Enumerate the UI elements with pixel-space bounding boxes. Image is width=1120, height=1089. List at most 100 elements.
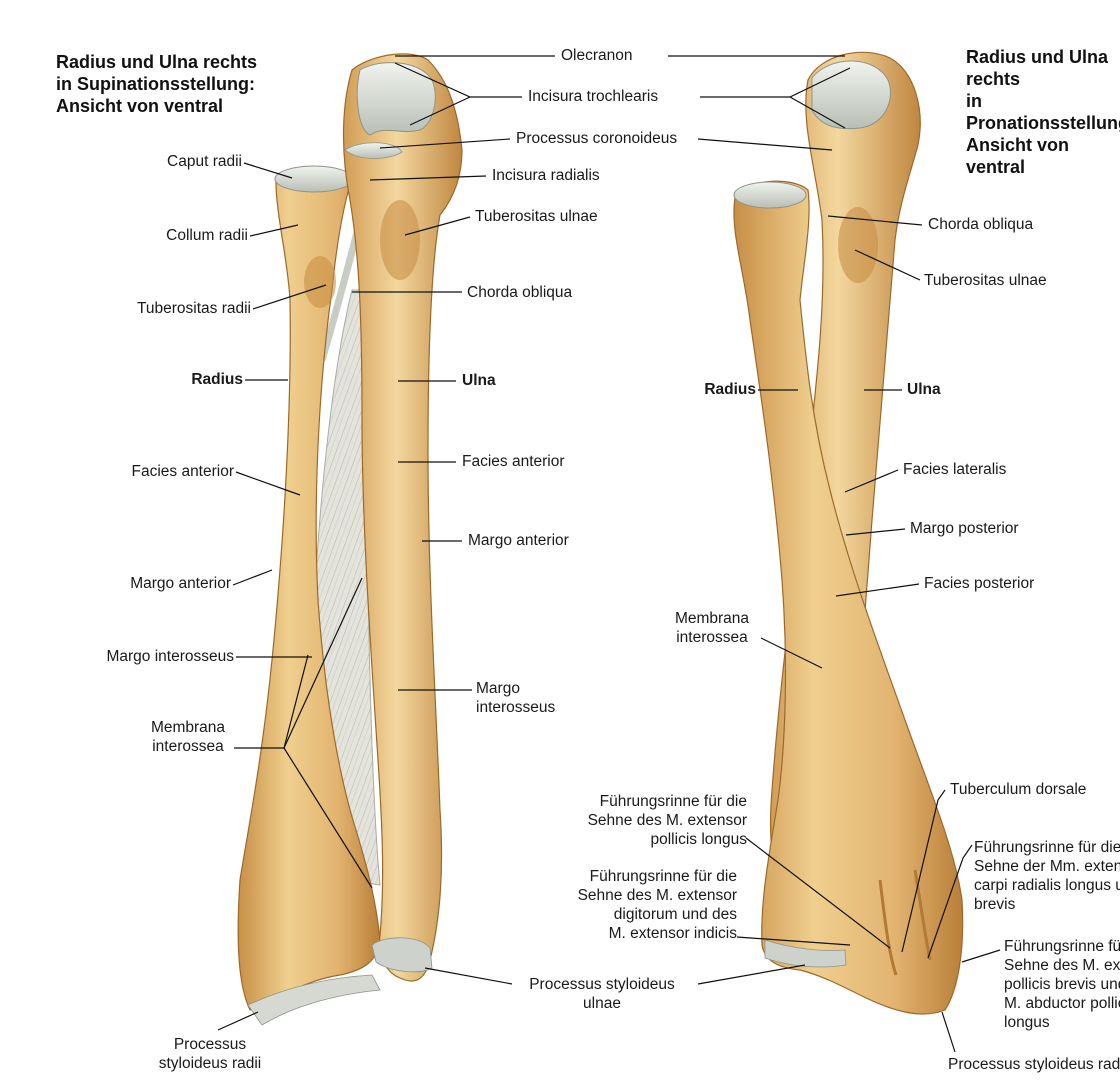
- leader-membrana-3: [283, 654, 309, 749]
- label-line: Sehne des M. extensor: [587, 812, 747, 829]
- leader-collum-radii: [249, 224, 299, 237]
- label-olecranon: Olecranon: [561, 47, 633, 64]
- label-line: Führungsrinne für die: [1004, 938, 1120, 955]
- label-tuberositas-ulnae-right: Tuberositas ulnae: [924, 272, 1047, 289]
- left-title: Radius und Ulna rechts in Supinationsste…: [56, 51, 257, 117]
- leader-margo-posterior: [845, 528, 906, 536]
- label-rinne-carpi-radialis: Führungsrinne für die Sehne der Mm. exte…: [974, 838, 1120, 914]
- label-incisura-trochlearis: Incisura trochlearis: [528, 88, 659, 105]
- leader-processus-coronoideus-right: [697, 138, 833, 151]
- label-line: Processus: [173, 1036, 247, 1053]
- label-ulna-left: Ulna: [462, 372, 496, 389]
- left-title-line: Ansicht von ventral: [56, 96, 224, 116]
- label-facies-anterior-ulna: Facies anterior: [462, 453, 565, 470]
- leader-incisura-radialis: [369, 175, 487, 181]
- leader-lines: [217, 55, 1001, 1053]
- label-line: Führungsrinne für die: [589, 868, 737, 885]
- label-line: brevis: [974, 896, 1016, 913]
- label-ulna-right: Ulna: [907, 381, 941, 398]
- label-processus-styloideus-radii: Processus styloideus radii: [142, 1035, 278, 1073]
- label-radius-right: Radius: [704, 381, 756, 398]
- label-line: M. extensor indicis: [608, 925, 737, 942]
- label-line: Membrana: [674, 610, 750, 627]
- left-ulna-bone: [342, 53, 463, 982]
- leader-processus-styloideus-right: [941, 1011, 956, 1053]
- leader-chorda-obliqua-right: [827, 215, 923, 226]
- leader-facies-lateralis: [844, 469, 899, 493]
- right-title-line: Ansicht von ventral: [966, 135, 1070, 177]
- label-radius-left: Radius: [191, 371, 243, 388]
- leader-caput-radii: [243, 162, 293, 179]
- label-tuberositas-ulnae-left: Tuberositas ulnae: [475, 208, 598, 225]
- label-line: Membrana: [150, 719, 226, 736]
- leader-membrana-right: [760, 637, 823, 669]
- leader-rinne-pollicis-brevis: [961, 949, 1001, 963]
- leader-processus-styloideus-ulnae-right: [697, 964, 806, 985]
- label-line: longus: [1004, 1014, 1050, 1031]
- right-title-line: in Pronationsstellung:: [966, 91, 1120, 133]
- label-chorda-obliqua-right: Chorda obliqua: [928, 216, 1034, 233]
- leader-tuberculum-dorsale: [901, 789, 946, 953]
- label-chorda-obliqua-left: Chorda obliqua: [467, 284, 573, 301]
- label-tuberositas-radii: Tuberositas radii: [136, 300, 251, 317]
- label-line: digitorum und des: [613, 906, 737, 923]
- label-incisura-radialis: Incisura radialis: [492, 167, 600, 184]
- left-radius-bone: [237, 165, 381, 1026]
- leader-rinne-carpi-radialis: [927, 844, 973, 959]
- label-collum-radii: Collum radii: [166, 227, 248, 244]
- label-margo-posterior: Margo posterior: [910, 520, 1019, 537]
- label-line: interosseus: [476, 699, 556, 716]
- leader-tuberositas-ulnae-left: [404, 216, 471, 236]
- leader-membrana-2: [283, 747, 373, 889]
- leader-facies-posterior: [835, 583, 920, 597]
- label-rinne-pollicis-brevis: Führungsrinne für die Sehne des M. exten…: [1004, 937, 1120, 1032]
- label-line: styloideus radii: [158, 1055, 262, 1072]
- label-line: Margo: [476, 680, 520, 697]
- left-title-line: Radius und Ulna rechts: [56, 52, 258, 72]
- leader-processus-coronoideus-left: [379, 138, 511, 149]
- label-line: Sehne der Mm. extensores: [974, 858, 1120, 875]
- label-facies-lateralis: Facies lateralis: [903, 461, 1007, 478]
- leader-rinne-digitorum: [736, 936, 851, 946]
- label-rinne-digitorum: Führungsrinne für die Sehne des M. exten…: [578, 867, 737, 943]
- label-margo-anterior-radius: Margo anterior: [130, 575, 231, 592]
- leader-facies-anterior-radius: [235, 471, 301, 496]
- label-line: Sehne des M. extensor: [577, 887, 737, 904]
- label-margo-interosseus-ulna: Margo interosseus: [476, 679, 555, 717]
- label-line: M. abductor pollicis: [1004, 995, 1120, 1012]
- label-line: Processus styloideus: [529, 976, 675, 993]
- leader-tuberositas-radii: [252, 284, 327, 310]
- leader-incisura-trochlearis-2: [409, 96, 471, 126]
- label-caput-radii: Caput radii: [167, 153, 242, 170]
- leader-tuberositas-ulnae-right: [854, 249, 921, 281]
- label-line: Sehne des M. extensor: [1004, 957, 1120, 974]
- label-line: Führungsrinne für die: [974, 839, 1120, 856]
- label-line: Führungsrinne für die: [599, 793, 747, 810]
- label-line: carpi radialis longus und: [974, 877, 1120, 894]
- leader-rinne-pollicis-longus: [745, 837, 891, 949]
- label-tuberculum-dorsale: Tuberculum dorsale: [950, 781, 1087, 798]
- leader-processus-styloideus-ulnae: [424, 967, 513, 985]
- label-margo-anterior-ulna: Margo anterior: [468, 532, 569, 549]
- label-membrana-interossea-left: Membrana interossea: [130, 718, 246, 756]
- label-facies-posterior: Facies posterior: [924, 575, 1035, 592]
- label-line: interossea: [152, 738, 224, 755]
- right-radius-bone: [733, 180, 964, 1015]
- right-title: Radius und Ulna rechts in Pronationsstel…: [966, 46, 1120, 178]
- label-line: pollicis brevis und des: [1004, 976, 1120, 993]
- label-line: interossea: [676, 629, 748, 646]
- label-line: pollicis longus: [650, 831, 748, 848]
- leader-processus-styloideus-radii: [217, 1011, 259, 1031]
- label-line: ulnae: [583, 995, 621, 1012]
- label-margo-interosseus-radius: Margo interosseus: [106, 648, 234, 665]
- label-processus-coronoideus: Processus coronoideus: [516, 130, 678, 147]
- label-processus-styloideus-ulnae: Processus styloideus ulnae: [512, 975, 692, 1013]
- right-title-line: rechts: [966, 69, 1021, 89]
- label-processus-styloideus-right: Processus styloideus radii: [948, 1056, 1120, 1073]
- left-title-line: in Supinationsstellung:: [56, 74, 255, 94]
- leader-incisura-trochlearis-right-2: [789, 96, 846, 129]
- label-rinne-pollicis-longus: Führungsrinne für die Sehne des M. exten…: [588, 792, 747, 849]
- leader-margo-anterior-radius: [232, 569, 273, 586]
